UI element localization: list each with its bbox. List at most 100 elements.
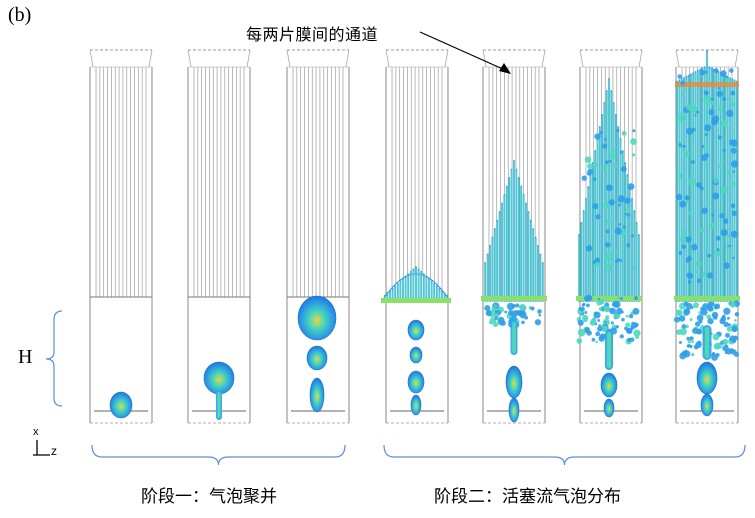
dispersed-bubble bbox=[519, 309, 526, 316]
dispersed-bubble bbox=[627, 183, 635, 190]
bubble-streak-core bbox=[410, 272, 412, 300]
dispersed-bubble bbox=[615, 250, 619, 255]
bubble-streak-core bbox=[496, 221, 498, 300]
dispersed-bubble bbox=[626, 243, 631, 248]
dome-base bbox=[381, 298, 451, 303]
panel-label: (b) bbox=[8, 4, 32, 26]
bubble-streak-core bbox=[720, 74, 722, 300]
dispersed-bubble bbox=[537, 309, 542, 314]
axis-x-label: x bbox=[33, 426, 39, 438]
dispersed-bubble bbox=[530, 306, 535, 311]
bubble-streak-core bbox=[601, 116, 603, 300]
dispersed-bubble bbox=[685, 104, 693, 111]
dispersed-bubble bbox=[619, 334, 624, 339]
annotation-arrow-line bbox=[419, 31, 506, 71]
bubble-streak-core bbox=[423, 275, 425, 300]
dispersed-bubble bbox=[486, 309, 492, 315]
dispersed-bubble bbox=[604, 263, 612, 271]
dispersed-bubble bbox=[605, 160, 609, 164]
dispersed-bubble bbox=[596, 145, 600, 149]
dispersed-bubble bbox=[616, 128, 620, 133]
dispersed-bubble bbox=[712, 192, 720, 200]
dispersed-bubble bbox=[685, 258, 690, 263]
dispersed-bubble bbox=[577, 328, 586, 337]
bubble-streak-core bbox=[603, 104, 605, 300]
dispersed-bubble bbox=[707, 306, 714, 312]
dispersed-bubble bbox=[730, 147, 737, 154]
bubble-streak-core bbox=[676, 82, 678, 300]
dispersed-bubble bbox=[731, 325, 738, 333]
dispersed-bubble bbox=[711, 354, 718, 361]
bubble-streak-core bbox=[515, 170, 517, 300]
dispersed-bubble bbox=[618, 203, 622, 207]
dispersed-bubble bbox=[687, 280, 692, 284]
dispersed-bubble bbox=[632, 153, 636, 157]
column-top-edge bbox=[541, 49, 546, 68]
dispersed-bubble bbox=[678, 340, 682, 344]
dispersed-bubble bbox=[721, 96, 727, 102]
dispersed-bubble bbox=[683, 116, 687, 120]
dispersed-bubble bbox=[632, 307, 640, 315]
dispersed-bubble bbox=[720, 70, 727, 77]
dispersed-bubble bbox=[703, 90, 709, 96]
bubble-streak-core bbox=[713, 70, 715, 300]
dispersed-bubble bbox=[504, 310, 508, 314]
dispersed-bubble bbox=[720, 186, 728, 194]
bubble-streak-core bbox=[701, 69, 703, 301]
dispersed-bubble bbox=[631, 265, 636, 270]
dispersed-bubble bbox=[603, 137, 607, 141]
bubble-frame-7-a bbox=[696, 361, 718, 395]
column-frame bbox=[385, 49, 449, 424]
dispersed-bubble bbox=[597, 326, 603, 332]
dispersed-bubble bbox=[595, 214, 601, 220]
bubble-streak-core bbox=[402, 280, 404, 300]
dispersed-bubble bbox=[686, 127, 694, 135]
bubble-frame-3-mid bbox=[306, 345, 328, 371]
dispersed-bubble bbox=[726, 316, 730, 320]
dispersed-bubble bbox=[598, 307, 603, 311]
column-frames bbox=[89, 49, 739, 424]
dispersed-bubble bbox=[725, 332, 730, 338]
plume-base bbox=[576, 296, 642, 301]
dispersed-bubble bbox=[684, 195, 690, 201]
bubble-frame-2 bbox=[203, 361, 235, 395]
dispersed-bubble bbox=[585, 245, 593, 252]
bubble-streak-core bbox=[527, 213, 529, 300]
bubble-streak-core bbox=[525, 204, 527, 300]
bubble-streak-core bbox=[420, 272, 422, 300]
dispersed-bubble bbox=[726, 326, 733, 332]
dispersed-bubble bbox=[628, 314, 634, 319]
bubble-streak-core bbox=[535, 238, 537, 300]
bubble-streak-core bbox=[633, 212, 635, 300]
dispersed-bubble bbox=[603, 257, 607, 261]
bubble-streak-core bbox=[397, 284, 399, 300]
dispersed-bubble bbox=[584, 310, 588, 314]
dispersed-bubble bbox=[713, 343, 720, 350]
dispersed-bubble bbox=[694, 113, 697, 117]
bubble-streak-core bbox=[415, 268, 417, 300]
bubble-streak-core bbox=[506, 187, 508, 300]
bubble-streak-core bbox=[511, 170, 513, 300]
column-top-edge bbox=[579, 49, 584, 68]
dispersed-bubble bbox=[622, 225, 626, 229]
bubble-streak-core bbox=[622, 152, 624, 300]
dispersed-bubble bbox=[711, 311, 719, 319]
dispersed-bubble bbox=[613, 148, 617, 152]
stage-two-brace bbox=[383, 444, 746, 466]
dispersed-bubble bbox=[685, 324, 689, 329]
bubble-frame-6-a bbox=[600, 372, 618, 398]
dispersed-bubble bbox=[617, 297, 620, 300]
bubble-streak-core bbox=[436, 287, 438, 300]
dispersed-bubble bbox=[696, 278, 702, 283]
dispersed-bubble bbox=[594, 262, 600, 267]
dispersed-bubble bbox=[534, 319, 542, 326]
dispersed-bubble bbox=[594, 257, 601, 264]
dispersed-bubble bbox=[538, 313, 542, 317]
dispersed-bubble bbox=[722, 148, 726, 152]
dispersed-bubble bbox=[625, 322, 631, 328]
bubble-streak-core bbox=[704, 327, 710, 358]
bubble-streak-core bbox=[583, 212, 585, 300]
dispersed-bubble bbox=[725, 77, 732, 84]
dispersed-bubble bbox=[687, 210, 692, 215]
bubble-streak-core bbox=[431, 282, 433, 300]
